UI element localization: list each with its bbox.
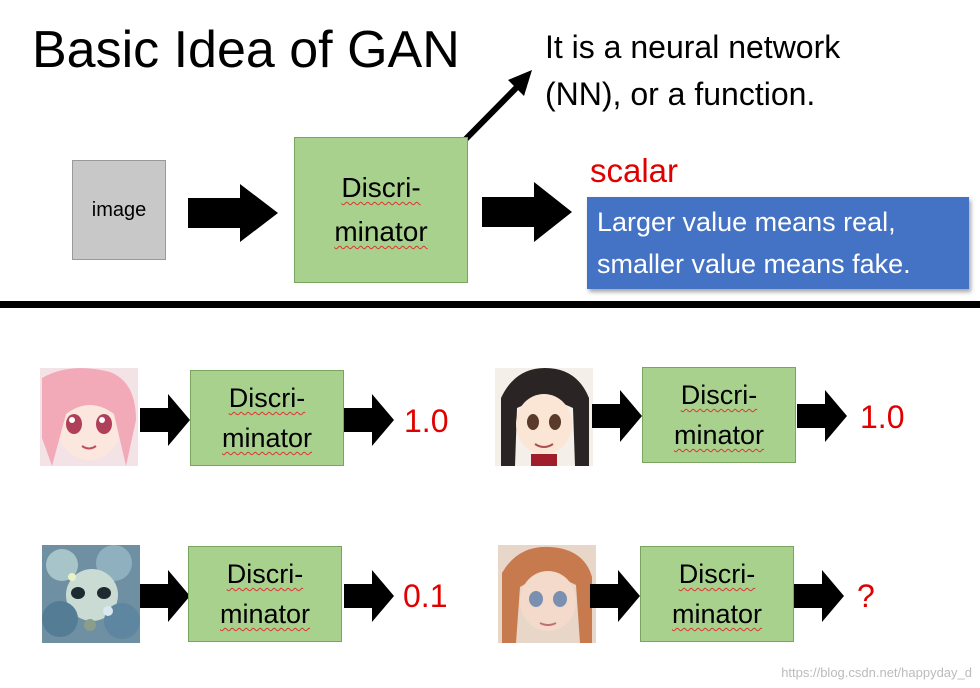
callout-line1: Larger value means real, bbox=[597, 207, 896, 237]
example4-output-arrow bbox=[794, 570, 844, 622]
input-image-placeholder: image bbox=[72, 160, 166, 260]
nn-note: It is a neural network (NN), or a functi… bbox=[545, 24, 840, 118]
input-image-label: image bbox=[91, 198, 147, 221]
example1-score: 1.0 bbox=[404, 403, 449, 439]
example2-discriminator-line2: minator bbox=[673, 420, 765, 450]
callout-line2: smaller value means fake. bbox=[597, 249, 911, 279]
example4-score: ? bbox=[857, 578, 875, 614]
nn-note-line2: (NN), or a function. bbox=[545, 76, 816, 112]
slide-title: Basic Idea of GAN bbox=[32, 21, 460, 79]
example3-output-arrow bbox=[344, 570, 394, 622]
example2-score: 1.0 bbox=[860, 399, 905, 435]
scalar-meaning-callout: Larger value means real, smaller value m… bbox=[587, 197, 969, 289]
example3-discriminator-line1: Discri- bbox=[226, 559, 304, 589]
example4-discriminator-line1: Discri- bbox=[678, 559, 756, 589]
blurry-generated-anime-image bbox=[498, 545, 596, 643]
example3-discriminator-box: Discri- minator bbox=[188, 546, 342, 642]
example4-input-arrow bbox=[590, 570, 640, 622]
example2-discriminator-box: Discri- minator bbox=[642, 367, 796, 463]
example1-discriminator-box: Discri- minator bbox=[190, 370, 344, 466]
example4-discriminator-box: Discri- minator bbox=[640, 546, 794, 642]
example3-input-arrow bbox=[140, 570, 190, 622]
anime-face-dark-hair-image bbox=[495, 368, 593, 466]
discriminator-box: Discri- minator bbox=[294, 137, 468, 283]
example1-output-arrow bbox=[344, 394, 394, 446]
example3-discriminator-line2: minator bbox=[219, 599, 311, 629]
example2-input-arrow bbox=[592, 390, 642, 442]
discriminator-line2: minator bbox=[334, 216, 428, 247]
example2-discriminator-line1: Discri- bbox=[680, 380, 758, 410]
nn-note-line1: It is a neural network bbox=[545, 29, 841, 65]
section-divider bbox=[0, 301, 980, 308]
input-arrow bbox=[188, 184, 278, 242]
discriminator-line1: Discri- bbox=[341, 172, 421, 203]
scalar-label: scalar bbox=[590, 152, 679, 189]
example3-score: 0.1 bbox=[403, 578, 448, 614]
noisy-generated-image bbox=[42, 545, 140, 643]
example1-discriminator-line1: Discri- bbox=[228, 383, 306, 413]
example2-output-arrow bbox=[797, 390, 847, 442]
watermark-url: https://blog.csdn.net/happyday_d bbox=[781, 665, 972, 680]
example4-discriminator-line2: minator bbox=[671, 599, 763, 629]
output-arrow bbox=[482, 182, 572, 242]
example1-input-arrow bbox=[140, 394, 190, 446]
example1-discriminator-line2: minator bbox=[221, 423, 313, 453]
anime-face-pink-hair-image bbox=[40, 368, 138, 466]
